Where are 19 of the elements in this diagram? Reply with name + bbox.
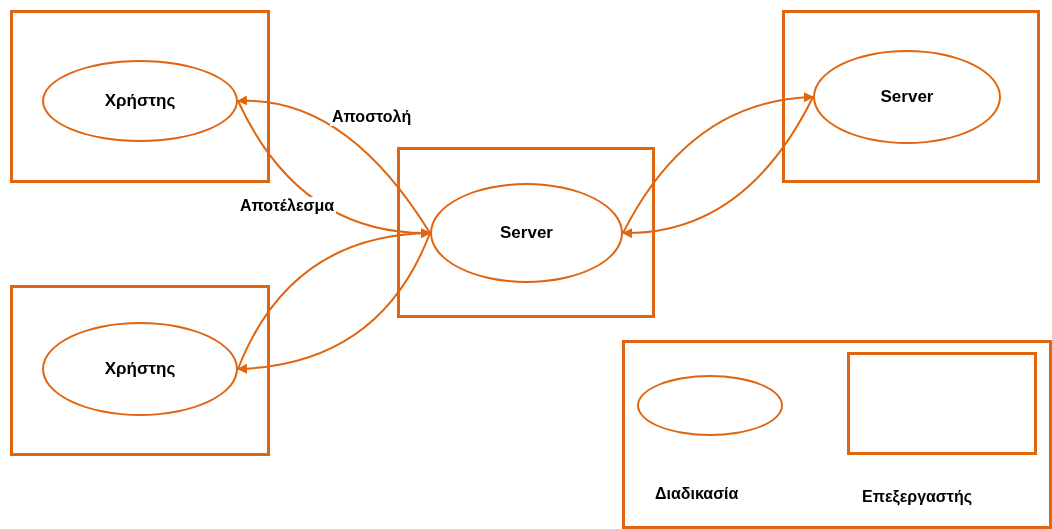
legend-box	[847, 352, 1037, 455]
edge-label: Αποστολή	[330, 108, 414, 126]
process-ellipse	[430, 183, 623, 283]
processor-box	[10, 10, 270, 183]
edge-label: Αποτέλεσμα	[238, 197, 337, 215]
node-label: Χρήστης	[104, 91, 176, 111]
process-ellipse	[42, 322, 238, 416]
node-label: Server	[880, 87, 934, 107]
processor-box	[622, 340, 1052, 529]
process-ellipse	[42, 60, 238, 142]
node-caption: Διαδικασία	[655, 485, 739, 503]
process-ellipse	[637, 375, 783, 436]
process-ellipse	[813, 50, 1001, 144]
node-label: Server	[500, 223, 553, 243]
processor-box	[782, 10, 1040, 183]
processor-box	[397, 147, 655, 318]
node-caption: Επεξεργαστής	[862, 488, 973, 506]
node-label: Χρήστης	[104, 359, 176, 379]
processor-box	[10, 285, 270, 456]
